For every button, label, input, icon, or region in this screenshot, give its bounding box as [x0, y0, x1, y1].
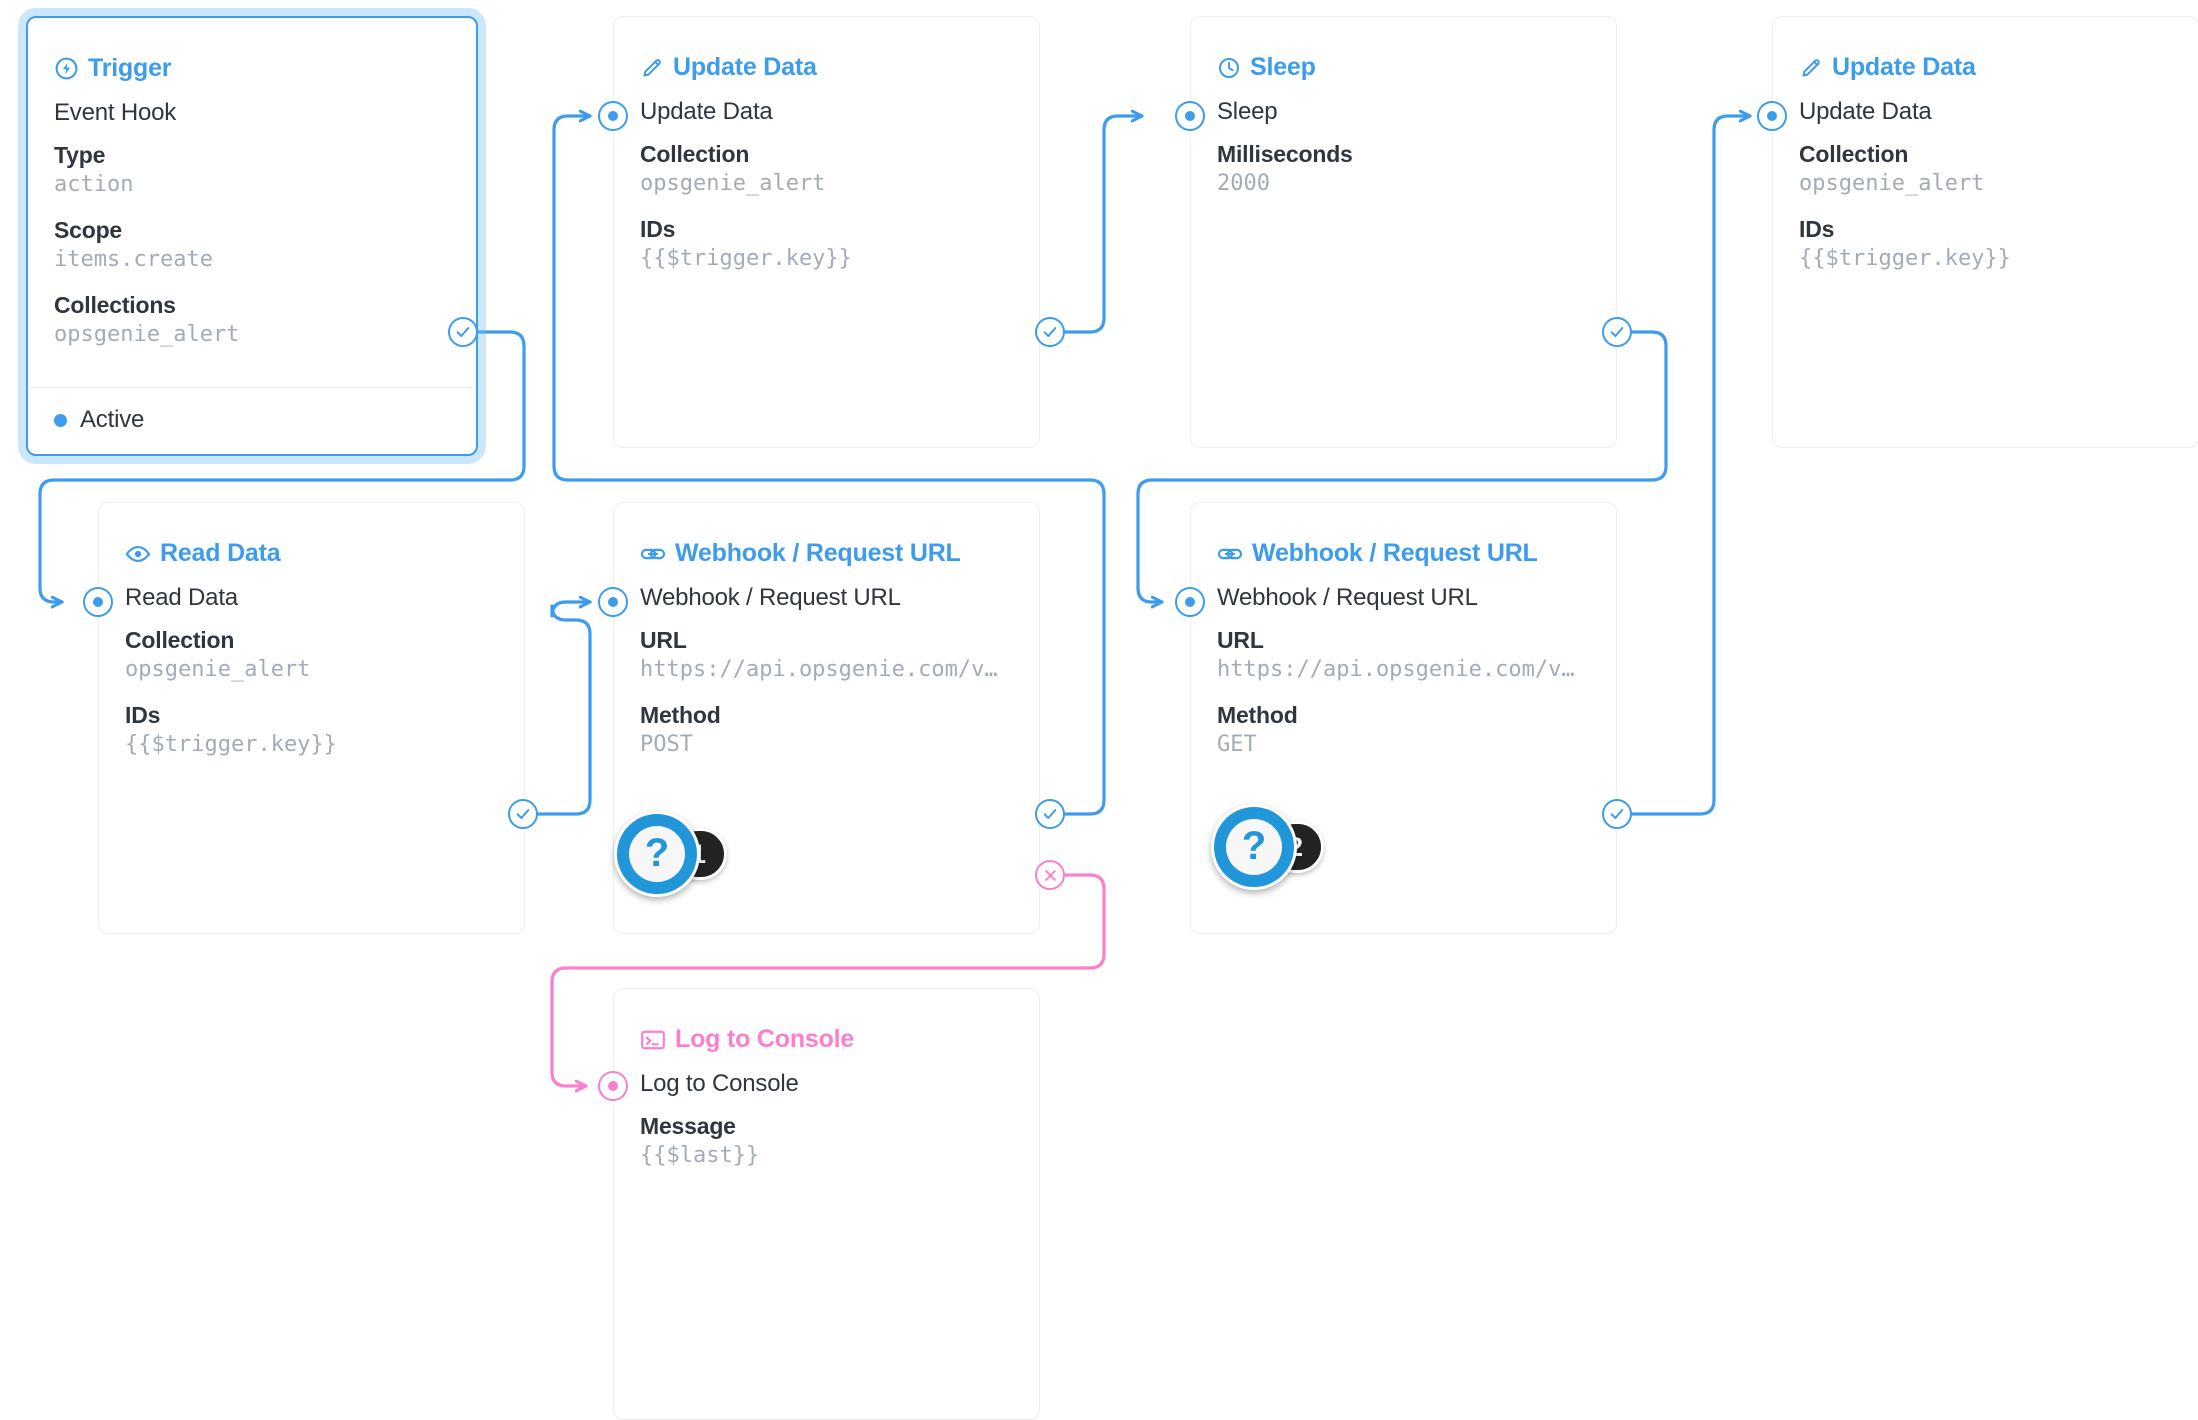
pencil-icon — [1799, 56, 1823, 80]
field-collection: Collection opsgenie_alert — [640, 141, 826, 196]
field-ids: IDs {{$trigger.key}} — [1799, 216, 2011, 271]
field-method: Method GET — [1217, 702, 1298, 757]
node-log-to-console[interactable]: Log to Console Log to Console Message {{… — [613, 988, 1040, 1420]
node-body-update-data-1: Update Data Collection opsgenie_alert ID… — [614, 82, 1039, 271]
edge-update-data-1-to-sleep — [1048, 116, 1144, 334]
question-badge-1[interactable]: 1 ? — [614, 811, 728, 897]
node-trigger[interactable]: Trigger Event Hook Type action Scope ite… — [26, 16, 478, 456]
node-body-webhook-get: Webhook / Request URL URL https://api.op… — [1191, 568, 1616, 757]
port-out-webhook-get-resolve[interactable] — [1602, 799, 1632, 829]
node-body-trigger: Event Hook Type action Scope items.creat… — [28, 83, 476, 347]
field-collections: Collections opsgenie_alert — [54, 292, 240, 347]
field-ids: IDs {{$trigger.key}} — [640, 216, 852, 271]
node-title-trigger: Trigger — [28, 18, 476, 83]
node-row-name: Log to Console — [640, 1070, 799, 1097]
port-in-update-data-2[interactable] — [1757, 101, 1787, 131]
field-milliseconds: Milliseconds 2000 — [1217, 141, 1353, 196]
node-title-webhook-get: Webhook / Request URL — [1191, 503, 1616, 568]
field-type: Type action — [54, 142, 134, 197]
node-status: Active — [28, 387, 476, 454]
port-in-log-to-console[interactable] — [598, 1071, 628, 1101]
field-url: URL https://api.opsgenie.com/v… — [1217, 627, 1575, 682]
node-body-webhook-post: Webhook / Request URL URL https://api.op… — [614, 568, 1039, 757]
question-badge-2[interactable]: 2 ? — [1211, 804, 1325, 890]
field-scope: Scope items.create — [54, 217, 213, 272]
link-icon — [1217, 541, 1243, 567]
node-body-log-to-console: Log to Console Message {{$last}} — [614, 1054, 1039, 1168]
node-row-name: Event Hook — [54, 99, 177, 126]
node-title-log-to-console: Log to Console — [614, 989, 1039, 1054]
node-title-webhook-post: Webhook / Request URL — [614, 503, 1039, 568]
node-title-read-data: Read Data — [99, 503, 524, 568]
port-out-webhook-post-reject[interactable] — [1035, 860, 1065, 890]
node-row-name: Read Data — [125, 584, 238, 611]
node-row-name: Webhook / Request URL — [1217, 584, 1478, 611]
clock-icon — [1217, 56, 1241, 80]
port-in-webhook-get[interactable] — [1175, 587, 1205, 617]
node-update-data-2[interactable]: Update Data Update Data Collection opsge… — [1772, 16, 2198, 448]
node-body-read-data: Read Data Collection opsgenie_alert IDs … — [99, 568, 524, 757]
field-collection: Collection opsgenie_alert — [125, 627, 311, 682]
field-method: Method POST — [640, 702, 721, 757]
pencil-icon — [640, 56, 664, 80]
badge-glyph-1: ? — [629, 826, 685, 882]
eye-icon — [125, 541, 151, 567]
node-read-data[interactable]: Read Data Read Data Collection opsgenie_… — [98, 502, 525, 934]
field-collection: Collection opsgenie_alert — [1799, 141, 1985, 196]
link-icon — [640, 541, 666, 567]
node-title-sleep: Sleep — [1191, 17, 1616, 82]
lightning-circle-icon — [54, 56, 79, 81]
port-in-read-data[interactable] — [83, 587, 113, 617]
field-url: URL https://api.opsgenie.com/v… — [640, 627, 998, 682]
status-label: Active — [80, 406, 145, 433]
port-out-update-data-1[interactable] — [1035, 317, 1065, 347]
node-row-name: Sleep — [1217, 98, 1278, 125]
node-title-update-data-2: Update Data — [1773, 17, 2198, 82]
node-update-data-1[interactable]: Update Data Update Data Collection opsge… — [613, 16, 1040, 448]
node-row-name: Update Data — [1799, 98, 1932, 125]
node-row-name: Webhook / Request URL — [640, 584, 901, 611]
port-out-webhook-post-resolve[interactable] — [1035, 799, 1065, 829]
port-out-read-data[interactable] — [508, 799, 538, 829]
edge-read-data-to-webhook-post — [536, 602, 592, 816]
port-in-sleep[interactable] — [1175, 101, 1205, 131]
node-body-update-data-2: Update Data Collection opsgenie_alert ID… — [1773, 82, 2198, 271]
node-title-update-data-1: Update Data — [614, 17, 1039, 82]
node-sleep[interactable]: Sleep Sleep Milliseconds 2000 — [1190, 16, 1617, 448]
node-row-name: Update Data — [640, 98, 773, 125]
console-icon — [640, 1027, 666, 1053]
badge-glyph-2: ? — [1226, 819, 1282, 875]
field-ids: IDs {{$trigger.key}} — [125, 702, 337, 757]
edge-webhook-get-to-update-data-2 — [1630, 116, 1752, 816]
field-message: Message {{$last}} — [640, 1113, 760, 1168]
port-in-webhook-post[interactable] — [598, 587, 628, 617]
port-in-update-data-1[interactable] — [598, 101, 628, 131]
question-mark-icon: ? — [1211, 804, 1297, 890]
port-out-sleep[interactable] — [1602, 317, 1632, 347]
port-out-trigger[interactable] — [448, 317, 478, 347]
question-mark-icon: ? — [614, 811, 700, 897]
node-body-sleep: Sleep Milliseconds 2000 — [1191, 82, 1616, 196]
status-dot-icon — [54, 413, 67, 427]
